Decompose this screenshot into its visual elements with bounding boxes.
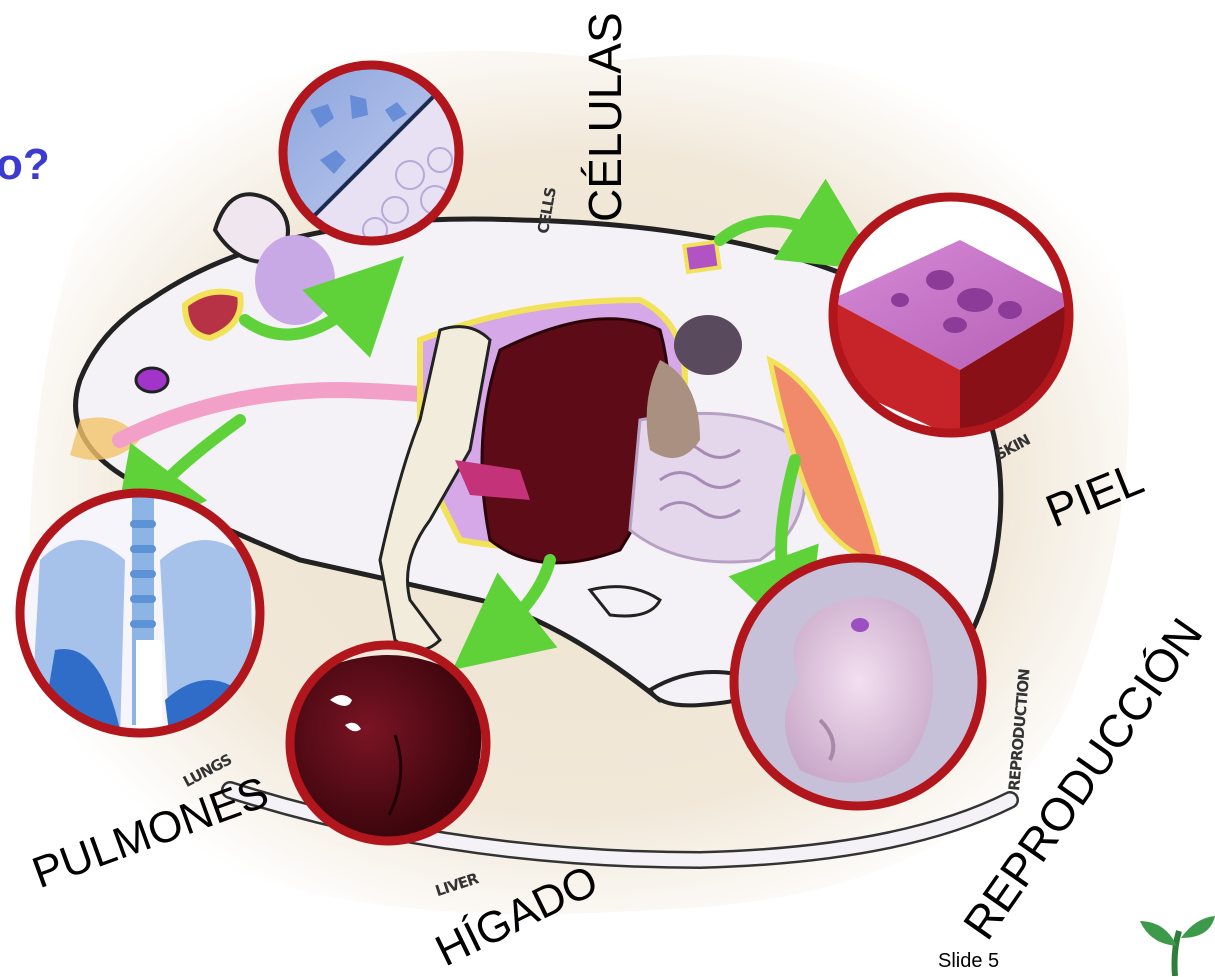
sprout-logo-icon xyxy=(1135,916,1215,976)
label-celulas: CÉLULAS xyxy=(578,12,632,222)
slide-title: o? xyxy=(0,140,50,190)
reproduction-circle xyxy=(730,555,985,810)
slide-number: Slide 5 xyxy=(938,950,999,973)
